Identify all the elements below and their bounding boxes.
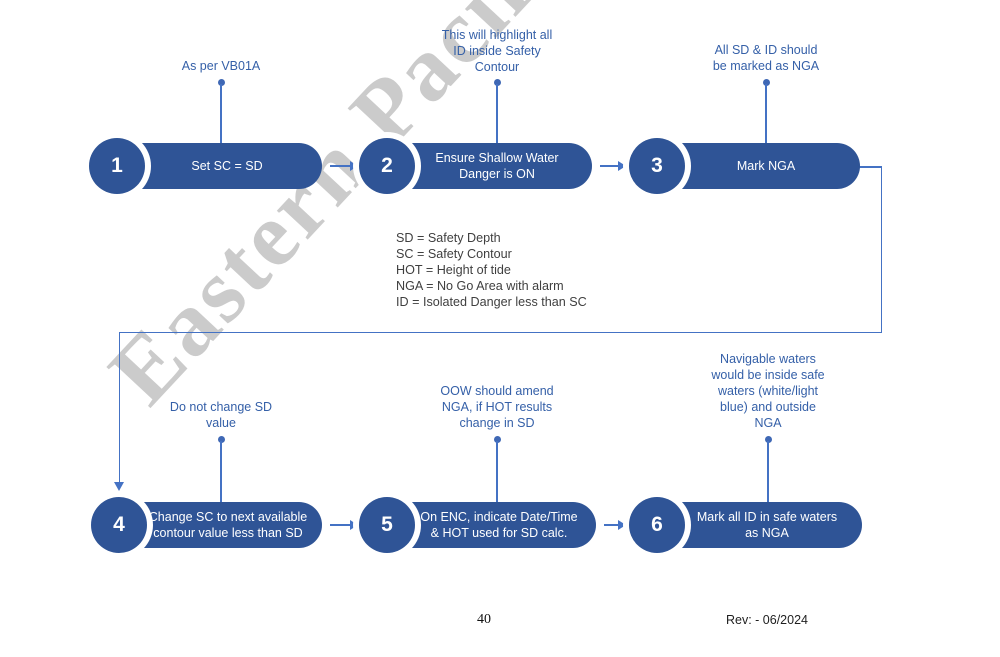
annotation-dot — [764, 435, 772, 443]
annotation-step-1: As per VB01A — [181, 59, 261, 73]
annotation-dot — [493, 435, 501, 443]
annotation-step-3: All SD & ID should be marked as NGA — [712, 43, 820, 73]
step-circle-3: 3 — [629, 138, 685, 194]
connector-3-4-arrowhead — [113, 482, 124, 491]
annotation-dot — [493, 78, 501, 86]
flow-arrow-1-2 — [330, 161, 358, 171]
annotation-step-5: OOW should amend NGA, if HOT results cha… — [440, 384, 554, 430]
flow-arrow-4-5 — [330, 520, 358, 530]
legend: SD = Safety Depth SC = Safety Contour HO… — [396, 230, 587, 310]
step-number-1: 1 — [111, 154, 123, 177]
annotation-dot — [762, 78, 770, 86]
step-number-3: 3 — [651, 154, 663, 177]
annotation-step-6: Navigable waters would be inside safe wa… — [711, 352, 825, 430]
step-pill-1: Set SC = SD — [132, 143, 322, 189]
annotation-dot — [217, 435, 225, 443]
step-number-4: 4 — [113, 513, 125, 536]
annotation-line — [496, 441, 498, 504]
legend-line: ID = Isolated Danger less than SC — [396, 295, 587, 309]
step-circle-6: 6 — [629, 497, 685, 553]
step-number-6: 6 — [651, 513, 663, 536]
annotation-step-4: Do not change SD value — [169, 400, 273, 430]
legend-line: SC = Safety Contour — [396, 247, 512, 261]
step-label-1: Set SC = SD — [191, 159, 263, 173]
step-number-2: 2 — [381, 154, 393, 177]
step-pill-3: Mark NGA — [672, 143, 860, 189]
step-label-6: Mark all ID in safe waters as NGA — [696, 510, 838, 540]
step-label-3: Mark NGA — [736, 159, 796, 173]
connector-3-4-seg-c — [118, 331, 882, 333]
step-circle-4: 4 — [91, 497, 147, 553]
annotation-line — [496, 84, 498, 145]
annotation-line — [767, 441, 769, 504]
annotation-step-2: This will highlight all ID inside Safety… — [441, 28, 553, 74]
step-pill-5: On ENC, indicate Date/Time & HOT used fo… — [402, 502, 596, 548]
step-circle-1: 1 — [89, 138, 145, 194]
connector-3-4-seg-d — [118, 331, 120, 483]
step-label-5: On ENC, indicate Date/Time & HOT used fo… — [420, 510, 578, 540]
step-number-5: 5 — [381, 513, 393, 536]
step-pill-2: Ensure Shallow Water Danger is ON — [402, 143, 592, 189]
step-circle-5: 5 — [359, 497, 415, 553]
flow-arrow-2-3 — [600, 161, 626, 171]
annotation-line — [220, 441, 222, 504]
flow-arrow-5-6 — [604, 520, 626, 530]
step-label-4: Change SC to next available contour valu… — [148, 510, 308, 540]
annotation-line — [220, 84, 222, 145]
connector-3-4-seg-b — [880, 166, 882, 333]
step-label-2: Ensure Shallow Water Danger is ON — [435, 151, 559, 181]
legend-line: HOT = Height of tide — [396, 263, 511, 277]
annotation-line — [765, 84, 767, 145]
page-number: 40 — [477, 612, 491, 627]
step-circle-2: 2 — [359, 138, 415, 194]
step-pill-6: Mark all ID in safe waters as NGA — [672, 502, 862, 548]
legend-line: NGA = No Go Area with alarm — [396, 279, 564, 293]
connector-3-4-seg-a — [858, 166, 882, 168]
revision-label: Rev: - 06/2024 — [726, 613, 808, 627]
annotation-dot — [217, 78, 225, 86]
step-pill-4: Change SC to next available contour valu… — [134, 502, 322, 548]
legend-line: SD = Safety Depth — [396, 231, 501, 245]
